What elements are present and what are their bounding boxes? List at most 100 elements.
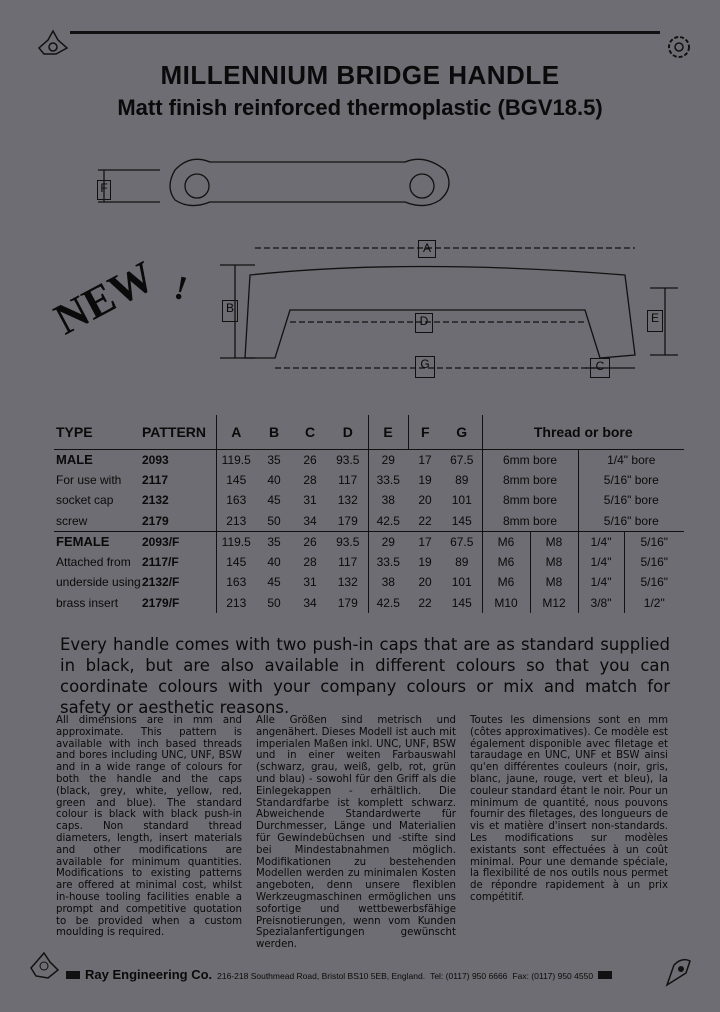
value-cell: 1/4" xyxy=(577,530,624,552)
value-cell: 19 xyxy=(418,554,432,569)
value-cell: M10 xyxy=(481,592,530,613)
value-cell: 29 xyxy=(367,530,408,552)
value-cell: 213 xyxy=(215,592,256,613)
value-cell: 145 xyxy=(451,595,472,610)
pattern-cell: 2179/F xyxy=(142,595,180,610)
value-cell: 3/8" xyxy=(577,592,624,613)
value-cell: 42.5 xyxy=(367,510,408,531)
value-cell: 163 xyxy=(215,572,256,593)
value-cell: 145 xyxy=(215,551,256,572)
value-cell: 67.5 xyxy=(442,530,482,552)
company-name: Ray Engineering Co. xyxy=(85,967,213,982)
header-type: TYPE xyxy=(56,423,93,440)
value-cell: 35 xyxy=(256,530,292,552)
pattern-cell: 2093 xyxy=(142,452,169,467)
pattern-cell: 2132 xyxy=(142,493,169,508)
value-cell: 20 xyxy=(418,493,432,508)
footer: Ray Engineering Co. 216-218 Southmead Ro… xyxy=(66,967,660,982)
type-cell: underside using xyxy=(56,575,141,590)
value-cell: 38 xyxy=(367,572,408,593)
value-cell: 50 xyxy=(267,513,281,528)
value-cell: 1/2" xyxy=(623,592,685,613)
value-cell: M6 xyxy=(481,530,530,552)
type-cell: screw xyxy=(56,513,88,528)
company-address: 216-218 Southmead Road, Bristol BS10 5EB… xyxy=(217,971,426,981)
intro-paragraph: Every handle comes with two push-in caps… xyxy=(60,635,670,717)
header-pattern: PATTERN xyxy=(142,423,207,440)
knob-icon xyxy=(37,29,69,55)
value-cell: 5/16" xyxy=(623,551,685,572)
knob-icon-bottom-left xyxy=(30,951,60,979)
value-cell: 38 xyxy=(367,490,408,511)
header-e: E xyxy=(367,415,408,449)
value-cell: 1/4" bore xyxy=(577,449,685,470)
value-cell: 5/16" bore xyxy=(577,469,685,490)
company-tel: Tel: (0117) 950 6666 xyxy=(430,971,508,981)
dim-label-d: D xyxy=(415,313,433,333)
value-cell: 163 xyxy=(215,490,256,511)
pattern-cell: 2179 xyxy=(142,513,169,528)
value-cell: M8 xyxy=(529,530,578,552)
type-cell: Attached from xyxy=(56,554,131,569)
value-cell: 45 xyxy=(267,575,281,590)
value-cell: 50 xyxy=(267,595,281,610)
value-cell: 89 xyxy=(455,472,469,487)
type-cell: For use with xyxy=(56,472,122,487)
value-cell: 40 xyxy=(267,472,281,487)
value-cell: 132 xyxy=(337,575,358,590)
value-cell: 93.5 xyxy=(328,530,368,552)
value-cell: 117 xyxy=(338,472,358,487)
value-cell: 33.5 xyxy=(367,551,408,572)
value-cell: 19 xyxy=(418,472,432,487)
value-cell: 5/16" bore xyxy=(577,510,685,531)
header-b: B xyxy=(268,423,280,440)
value-cell: 26 xyxy=(292,530,328,552)
dim-label-g: G xyxy=(415,356,435,378)
type-cell: socket cap xyxy=(56,493,114,508)
value-cell: 101 xyxy=(451,575,472,590)
value-cell: 31 xyxy=(303,493,317,508)
pattern-cell: 2117/F xyxy=(142,554,179,569)
value-cell: 5/16" bore xyxy=(577,490,685,511)
value-cell: 42.5 xyxy=(367,592,408,613)
company-fax: Fax: (0117) 950 4550 xyxy=(512,971,594,981)
text-english: All dimensions are in mm and approximate… xyxy=(56,715,242,939)
dim-label-c: C xyxy=(590,358,610,378)
value-cell: M12 xyxy=(529,592,578,613)
value-cell: M6 xyxy=(481,551,530,572)
value-cell: 5/16" xyxy=(623,530,685,552)
value-cell: 22 xyxy=(418,595,432,610)
value-cell: M8 xyxy=(529,572,578,593)
value-cell: 1/4" xyxy=(577,572,624,593)
value-cell: 34 xyxy=(303,513,317,528)
value-cell: 93.5 xyxy=(336,452,360,467)
header-thread: Thread or bore xyxy=(481,415,685,449)
value-cell: 101 xyxy=(451,493,472,508)
value-cell: 8mm bore xyxy=(481,469,578,490)
value-cell: 8mm bore xyxy=(481,490,578,511)
value-cell: 40 xyxy=(267,554,281,569)
dim-label-f: F xyxy=(97,180,111,200)
value-cell: 119.5 xyxy=(215,449,256,470)
header-g: G xyxy=(456,423,468,440)
value-cell: 29 xyxy=(367,449,408,470)
value-cell: 31 xyxy=(303,575,317,590)
page-subtitle: Matt finish reinforced thermoplastic (BG… xyxy=(117,95,603,120)
value-cell: 28 xyxy=(303,554,317,569)
handle-drawing xyxy=(98,158,678,369)
dimensions-table: TYPE PATTERN A B C D E F G Thread or bor… xyxy=(54,415,685,613)
bullet-square xyxy=(66,971,80,979)
pattern-cell: 2093/F xyxy=(140,530,216,552)
value-cell: 22 xyxy=(418,513,432,528)
header-c: C xyxy=(304,423,316,440)
value-cell: 1/4" xyxy=(577,551,624,572)
value-cell: 17 xyxy=(418,452,432,467)
page-title: MILLENNIUM BRIDGE HANDLE xyxy=(160,60,560,90)
wing-knob-icon xyxy=(665,958,691,987)
value-cell: 179 xyxy=(337,595,358,610)
